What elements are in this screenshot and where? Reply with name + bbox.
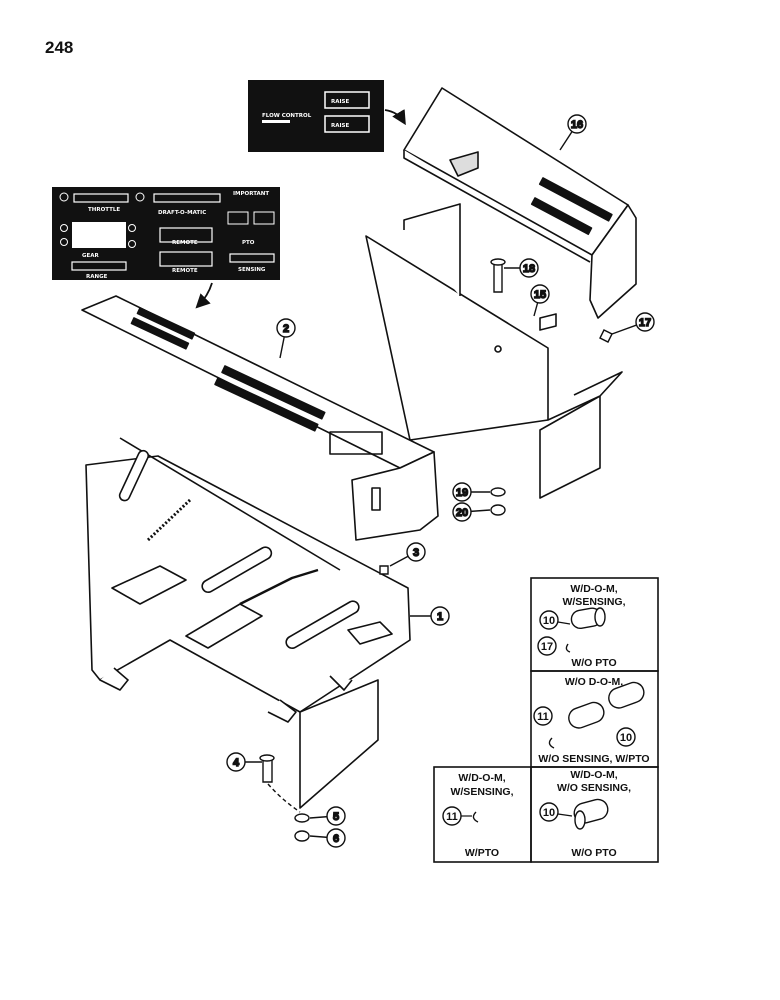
- callout-label: 2: [283, 323, 289, 335]
- variant-box-c: W/D-O-M, W/SENSING, 11 W/PTO: [442, 772, 514, 859]
- decal-label: RAISE: [331, 99, 349, 105]
- callout-label: 17: [541, 641, 553, 653]
- hardware: [259, 258, 613, 842]
- decal-label: IMPORTANT: [233, 191, 269, 197]
- box-title: W/SENSING,: [450, 786, 513, 798]
- decal-label: REMOTE: [172, 268, 198, 274]
- variant-box-a: W/D-O-M, W/SENSING, 10 17 W/O PTO: [537, 583, 626, 669]
- page-number: 248: [45, 38, 74, 57]
- console-cover-16: [403, 87, 637, 319]
- upper-decal: FLOW CONTROL RAISE RAISE: [248, 80, 384, 152]
- decal-label: THROTTLE: [88, 207, 120, 213]
- callout-label: 5: [333, 811, 339, 823]
- callout-label: 20: [456, 507, 468, 519]
- decal-label: RANGE: [86, 274, 108, 280]
- callout-label: 3: [413, 547, 419, 559]
- variant-box-b: W/O D-O-M, 11 10 W/O SENSING, W/PTO: [533, 676, 650, 765]
- box-footer: W/O PTO: [571, 847, 616, 859]
- callout-label: 10: [543, 807, 555, 819]
- decal-label: DRAFT-O-MATIC: [158, 210, 206, 216]
- decal-label: GEAR: [82, 253, 100, 259]
- callout-label: 17: [639, 317, 651, 329]
- variant-box-d: W/D-O-M, W/O SENSING, 10 W/O PTO: [539, 769, 631, 859]
- arrow-lower-decal: [195, 282, 213, 309]
- callout-label: 11: [446, 811, 458, 823]
- decal-label: PTO: [242, 240, 255, 246]
- decal-label: REMOTE: [172, 240, 198, 246]
- callout-label: 18: [523, 263, 535, 275]
- callout-label: 10: [620, 732, 632, 744]
- callout-label: 15: [534, 289, 546, 301]
- box-title: W/D-O-M,: [458, 772, 505, 784]
- callout-label: 4: [233, 757, 240, 769]
- box-title: W/O SENSING,: [557, 782, 631, 794]
- decal-label: RAISE: [331, 123, 349, 129]
- box-footer: W/O SENSING, W/PTO: [538, 753, 649, 765]
- decal-label: SENSING: [238, 267, 266, 273]
- box-title: W/D-O-M,: [570, 583, 617, 595]
- box-title: W/SENSING,: [562, 596, 625, 608]
- callout-label: 16: [571, 119, 583, 131]
- callout-label: 19: [456, 487, 468, 499]
- variant-reference-table: [433, 577, 659, 863]
- decal-label: FLOW CONTROL: [262, 113, 312, 119]
- callout-label: 10: [543, 615, 555, 627]
- box-footer: W/PTO: [465, 847, 499, 859]
- lower-frame-1: [85, 437, 411, 809]
- box-title: W/O D-O-M,: [565, 676, 623, 688]
- arrow-upper-decal: [384, 109, 406, 126]
- box-footer: W/O PTO: [571, 657, 616, 669]
- lower-decal: THROTTLE DRAFT-O-MATIC IMPORTANT REMOTE …: [52, 187, 280, 280]
- main-panel-2: [81, 295, 439, 541]
- box-title: W/D-O-M,: [570, 769, 617, 781]
- callout-label: 11: [537, 711, 549, 723]
- callout-markers: 1 2 3 4 5 6 15 16 17 18 19 20: [226, 114, 655, 848]
- callout-label: 1: [437, 611, 443, 623]
- callout-label: 6: [333, 833, 339, 845]
- side-panel-15: [365, 203, 623, 499]
